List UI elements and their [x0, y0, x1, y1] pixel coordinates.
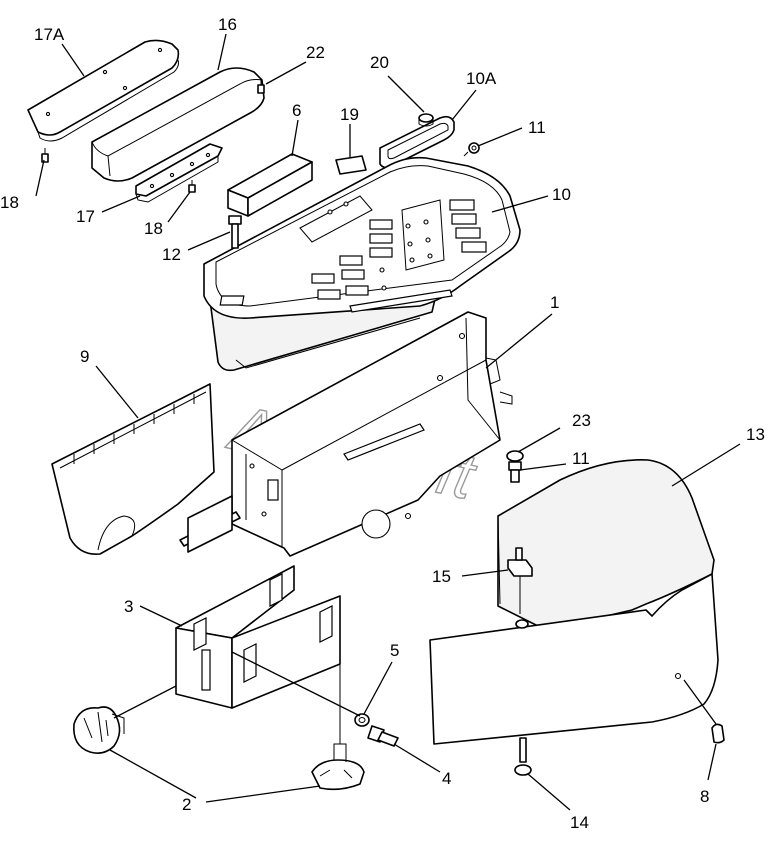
callout-2: 2 — [182, 795, 191, 814]
callout-11-upper: 11 — [528, 118, 546, 137]
part-9-side-cover — [51, 383, 215, 555]
part-15-nut — [507, 547, 533, 629]
callout-3: 3 — [124, 597, 133, 616]
callout-17: 17 — [76, 207, 95, 226]
shaft-rod — [179, 495, 241, 553]
callout-11-lower: 11 — [572, 449, 590, 468]
part-6-spacer-block — [227, 153, 313, 217]
callout-17A: 17A — [34, 25, 65, 44]
part-14-screw — [514, 737, 532, 776]
part-17-hinge-bracket — [135, 143, 223, 203]
leader-lines — [35, 33, 741, 811]
screw-18-upper — [41, 148, 49, 163]
part-19-label — [335, 155, 367, 175]
callout-12: 12 — [162, 245, 181, 264]
part-3-bracket — [175, 565, 341, 709]
part-2-knob-left — [73, 706, 125, 754]
screw-18-lower — [188, 180, 196, 193]
part-10-console-top — [203, 156, 521, 372]
callout-22: 22 — [306, 43, 325, 62]
callout-15: 15 — [432, 567, 451, 586]
part-2-knob-right — [311, 650, 365, 791]
callout-8: 8 — [700, 787, 709, 806]
callout-6: 6 — [292, 101, 301, 120]
callout-20: 20 — [370, 53, 389, 72]
screw-22 — [257, 80, 265, 94]
callout-23: 23 — [572, 411, 591, 430]
part-12-bolt — [228, 215, 242, 249]
callout-18-left: 18 — [0, 193, 19, 212]
callout-1: 1 — [550, 293, 559, 312]
part-4-bolt — [367, 725, 399, 747]
part-11-bolt-upper — [463, 142, 480, 157]
callout-16: 16 — [218, 15, 237, 34]
callout-9: 9 — [80, 347, 89, 366]
callout-10A: 10A — [466, 69, 497, 88]
callout-5: 5 — [390, 641, 399, 660]
part-13-lower-shell — [429, 459, 719, 745]
callout-labels: 17A 16 22 20 10A 11 6 19 10 18 17 18 12 … — [0, 15, 765, 832]
callout-18-right: 18 — [144, 219, 163, 238]
part-5-washer — [354, 713, 370, 727]
part-17A-plate — [27, 39, 180, 142]
callout-10: 10 — [552, 185, 571, 204]
part-16-armrest-cushion — [91, 67, 265, 182]
part-11-bolt-lower — [508, 461, 522, 483]
part-23-washer — [506, 450, 524, 462]
callout-13: 13 — [746, 425, 765, 444]
part-8-plug — [711, 723, 725, 744]
callout-14: 14 — [570, 813, 589, 832]
part-20-plug — [418, 113, 434, 127]
part-1-main-frame — [231, 311, 513, 557]
callout-4: 4 — [442, 769, 451, 788]
callout-19: 19 — [340, 105, 359, 124]
